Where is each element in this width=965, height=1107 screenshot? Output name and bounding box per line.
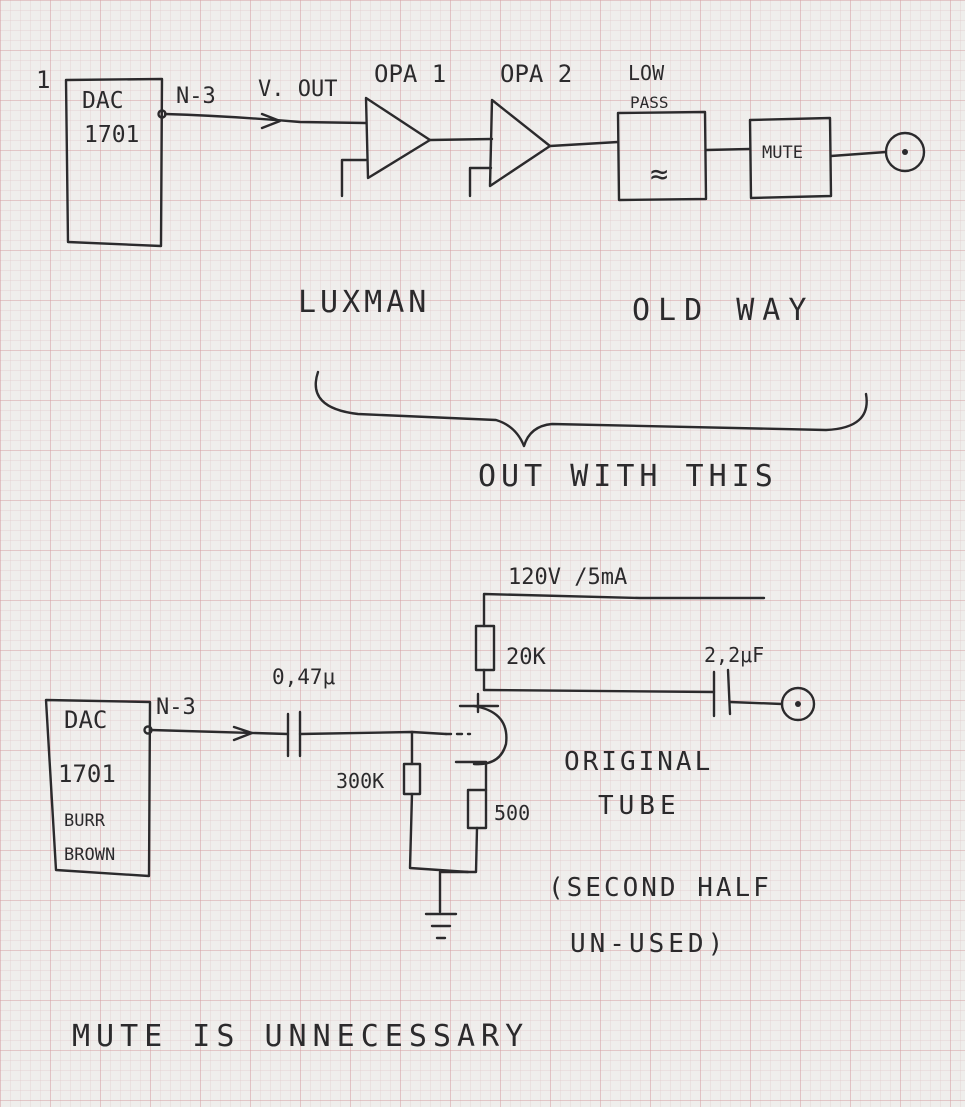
input-cap-label: 0,47μ (272, 665, 336, 689)
grouping-brace (314, 370, 868, 448)
tube-envelope (472, 704, 508, 766)
footer-note: MUTE IS UNNECESSARY (72, 1019, 529, 1054)
mute-to-jack-wire (829, 150, 888, 158)
opamp2-feedback (468, 166, 493, 198)
dac-chip-box-2 (44, 698, 152, 878)
out-with-this-label: OUT WITH THIS (478, 459, 778, 494)
signal-label: V. OUT (258, 77, 337, 102)
grid-resistor-label: 300K (336, 769, 384, 793)
tube-half-note-line1: (SECOND HALF (548, 873, 772, 903)
supply-label: 120V /5mA (508, 565, 627, 590)
tube-half-note-line2: UN-USED) (570, 929, 727, 959)
supply-rail (482, 592, 766, 628)
old-way-section: 1 DAC 1701 N-3 V. OUT OPA 1 OPA 2 LOW PA… (36, 60, 926, 494)
pin-label-2: N-3 (156, 695, 196, 720)
old-way-label: OLD WAY (632, 293, 814, 328)
tube-cathode (454, 760, 488, 792)
dac-part-number: 1701 (84, 122, 139, 148)
opamp1-symbol (364, 96, 432, 180)
grid-return-wire (408, 792, 470, 874)
pin-label: N-3 (176, 84, 216, 109)
input-arrow-icon (232, 725, 254, 742)
tube-note-line1: ORIGINAL (564, 747, 713, 777)
dac-maker-1: BURR (64, 811, 106, 831)
opamp2-symbol (488, 98, 552, 188)
output-cap-label: 2,2μF (704, 643, 764, 667)
filter-to-mute-wire (704, 147, 752, 152)
opamp1-label: OPA 1 (374, 60, 446, 88)
luxman-label: LUXMAN (298, 285, 430, 320)
lowpass-filter-box (616, 110, 708, 202)
mute-label: MUTE (762, 143, 803, 163)
cathode-resistor-label: 500 (494, 801, 530, 825)
tube-note-line2: TUBE (598, 791, 681, 821)
input-wire (149, 728, 290, 736)
dac-chip-box (64, 77, 164, 248)
tube-circuit-section: DAC 1701 BURR BROWN N-3 0,47μ 300K 120V … (44, 565, 816, 959)
signal-wire (163, 112, 368, 125)
ground-wire (438, 826, 479, 914)
mute-box (748, 116, 833, 200)
dac-maker-2: BROWN (64, 845, 115, 865)
opamp-to-filter-wire (548, 140, 620, 148)
signal-arrow-icon (260, 112, 282, 130)
dac-part-number-2: 1701 (58, 760, 116, 788)
opamp-link-wire (428, 137, 494, 142)
output-capacitor (712, 668, 732, 718)
cap-to-jack-wire (728, 700, 784, 706)
dac-label-2: DAC (64, 706, 107, 734)
output-jack-center-2 (795, 701, 801, 707)
output-wire (482, 688, 716, 694)
page-number: 1 (36, 66, 50, 94)
ground-icon (424, 912, 458, 940)
opamp2-label: OPA 2 (500, 60, 572, 88)
filter-wave-icon: ≈ (650, 157, 668, 192)
dac-label: DAC (82, 88, 124, 114)
lowpass-label: LOW (628, 61, 665, 85)
plate-resistor-label: 20K (506, 645, 546, 670)
output-jack-icon-2 (780, 686, 816, 722)
output-jack-center (902, 149, 908, 155)
opamp1-feedback (340, 158, 368, 198)
lowpass-label-2: PASS (630, 93, 669, 112)
output-jack-icon (884, 131, 926, 173)
